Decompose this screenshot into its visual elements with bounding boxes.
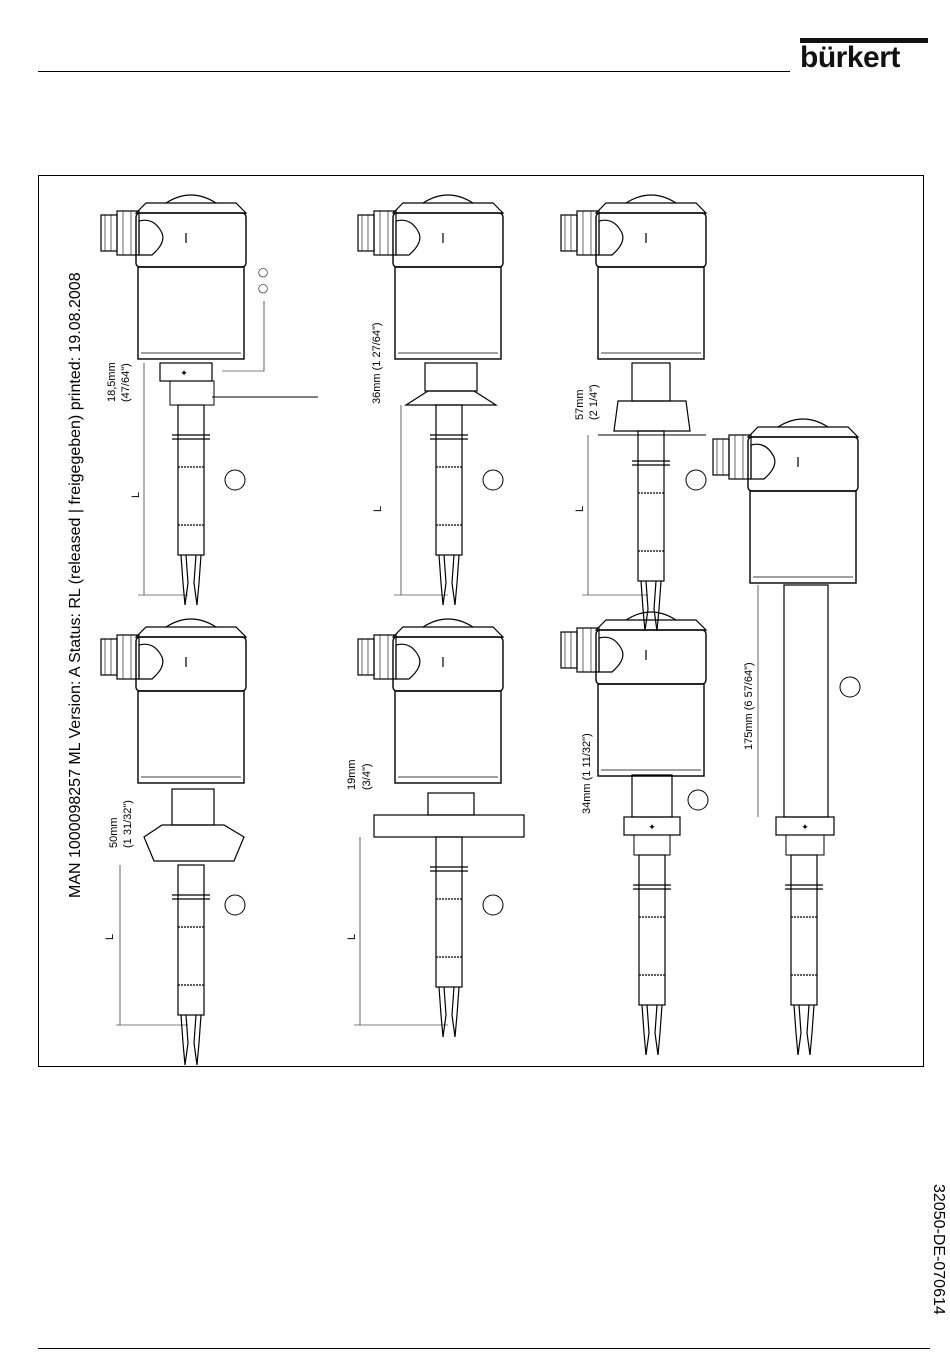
dim-50mm: 50mm bbox=[108, 817, 120, 848]
dim-50mm-inch: (1 31/32") bbox=[122, 800, 134, 848]
dim-57mm: 57mm bbox=[574, 389, 586, 420]
variant-thread-extended: ✦ bbox=[561, 612, 708, 1055]
svg-text:◯: ◯ bbox=[258, 267, 268, 278]
variant-long-extension: ✦ bbox=[713, 419, 860, 1055]
dim-57mm-inch: (2 1/4") bbox=[588, 384, 600, 420]
variant-flange bbox=[354, 619, 524, 1037]
technical-drawing: ✦ ◯ ◯ bbox=[38, 175, 924, 1067]
dim-36mm: 36mm (1 27/64") bbox=[371, 322, 383, 404]
svg-text:✦: ✦ bbox=[648, 822, 656, 832]
dim-l-2: L bbox=[372, 506, 384, 512]
dim-18-5mm: 18,5mm bbox=[106, 362, 118, 402]
brand-logo: bürkert bbox=[800, 38, 930, 76]
variant-thread: ✦ ◯ ◯ bbox=[101, 195, 318, 605]
svg-text:✦: ✦ bbox=[180, 368, 188, 378]
dim-l-3: L bbox=[574, 506, 586, 512]
document-number: 32050-DE-070614 bbox=[929, 1184, 947, 1315]
dim-l-4: L bbox=[104, 934, 116, 940]
dim-19mm: 19mm bbox=[346, 759, 358, 790]
svg-text:✦: ✦ bbox=[801, 822, 809, 832]
footer-rule bbox=[38, 1348, 930, 1349]
dim-19mm-inch: (3/4") bbox=[361, 763, 373, 790]
dim-l-1: L bbox=[130, 492, 142, 498]
dim-34mm: 34mm (1 11/32") bbox=[581, 733, 593, 814]
header-rule bbox=[38, 71, 790, 72]
dim-l-5: L bbox=[346, 934, 358, 940]
dim-18-5mm-inch: (47/64") bbox=[120, 363, 132, 402]
svg-text:◯: ◯ bbox=[258, 283, 268, 294]
logo-text: bürkert bbox=[800, 42, 900, 74]
dim-175mm: 175mm (6 57/64") bbox=[743, 662, 755, 750]
